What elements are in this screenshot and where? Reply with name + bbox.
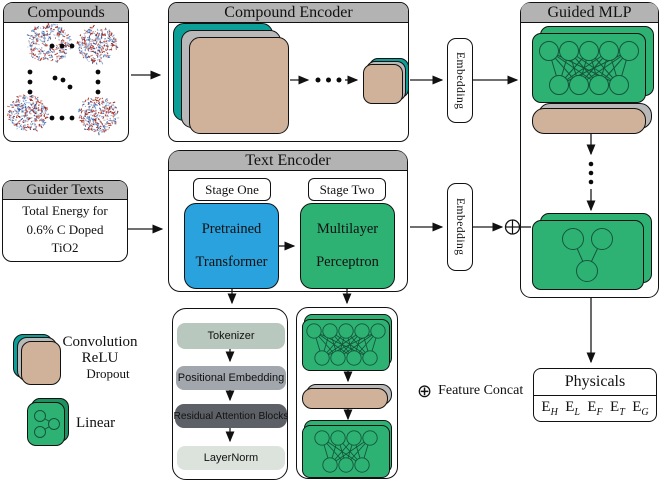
legend-conv-label: Convolution ReLU Dropout bbox=[62, 334, 138, 381]
residual-attention-step: Residual Attention Blocks bbox=[174, 404, 288, 428]
molecule-field bbox=[6, 23, 120, 136]
legend-linear-label: Linear bbox=[76, 415, 116, 431]
multilayer-perceptron-block: Multilayer Perceptron bbox=[300, 203, 395, 289]
compounds-header: Compounds bbox=[4, 3, 128, 23]
legend-feature-concat: ⊕ Feature Concat bbox=[417, 381, 524, 401]
small-conv-stack-tan-layer bbox=[363, 64, 403, 104]
physicals-title: Physicals bbox=[534, 369, 656, 396]
linear-icon bbox=[34, 410, 60, 438]
guider-texts-panel: Guider Texts Total Energy for 0.6% C Dop… bbox=[2, 180, 128, 262]
concat-node bbox=[504, 219, 521, 235]
legend-conv-tan-layer bbox=[21, 341, 61, 385]
pretrained-transformer-block: Pretrained Transformer bbox=[184, 203, 279, 289]
guider-text-content: Total Energy for 0.6% C Doped TiO2 bbox=[3, 200, 127, 259]
layernorm-step: LayerNorm bbox=[177, 446, 285, 470]
physical-output: EG bbox=[632, 399, 649, 418]
mlp-dropout-front bbox=[302, 388, 388, 409]
feature-concat-symbol: ⊕ bbox=[417, 381, 433, 401]
physical-output: ET bbox=[610, 399, 625, 418]
compound-encoder-header: Compound Encoder bbox=[169, 3, 408, 23]
physicals-outputs: EH EL EF ET EG bbox=[534, 396, 656, 421]
physicals-panel: Physicals EH EL EF ET EG bbox=[533, 368, 657, 422]
tokenizer-step: Tokenizer bbox=[177, 323, 285, 349]
guider-text-line: 0.6% C Doped bbox=[26, 221, 104, 237]
conv-stack-tan-layer bbox=[189, 37, 289, 134]
physical-output: EF bbox=[587, 399, 603, 418]
small-network-icon bbox=[562, 228, 613, 282]
guider-texts-header: Guider Texts bbox=[3, 181, 127, 200]
compound-encoder-panel: Compound Encoder bbox=[168, 2, 409, 142]
dense-network-icon bbox=[314, 430, 378, 473]
physical-output: EH bbox=[541, 399, 558, 418]
text-encoder-header: Text Encoder bbox=[169, 151, 407, 171]
compounds-panel: Compounds bbox=[3, 2, 129, 142]
text-encoder-panel: Text Encoder Stage One Stage Two Pretrai… bbox=[168, 150, 408, 292]
stage-one-label: Stage One bbox=[193, 178, 271, 201]
dropout-bar-front bbox=[532, 108, 646, 134]
transformer-internals-panel: Tokenizer Positional Embedding Residual … bbox=[172, 308, 288, 480]
feature-concat-label: Feature Concat bbox=[438, 383, 524, 398]
dense-network-icon bbox=[306, 323, 386, 366]
mlp-internals-panel bbox=[296, 307, 398, 479]
mlp-dense2-front bbox=[302, 425, 390, 478]
compounds-dots bbox=[27, 43, 101, 121]
guided-mlp-header: Guided MLP bbox=[521, 3, 658, 23]
guided-mlp-panel: Guided MLP bbox=[520, 2, 659, 298]
positional-embedding-step: Positional Embedding bbox=[176, 366, 286, 390]
guider-text-line: TiO2 bbox=[51, 240, 79, 256]
embedding-pill-top: Embedding bbox=[447, 38, 473, 123]
embedding-pill-bottom: Embedding bbox=[447, 183, 473, 271]
physical-output: EL bbox=[565, 399, 580, 418]
dense-network-icon bbox=[539, 41, 639, 95]
guider-text-line: Total Energy for bbox=[22, 202, 108, 218]
mlp-layer-front bbox=[532, 33, 646, 103]
linear-layer-front bbox=[532, 220, 644, 290]
legend-linear-front bbox=[27, 402, 65, 446]
mlp-dense-front bbox=[302, 319, 390, 371]
stage-two-label: Stage Two bbox=[308, 178, 386, 201]
